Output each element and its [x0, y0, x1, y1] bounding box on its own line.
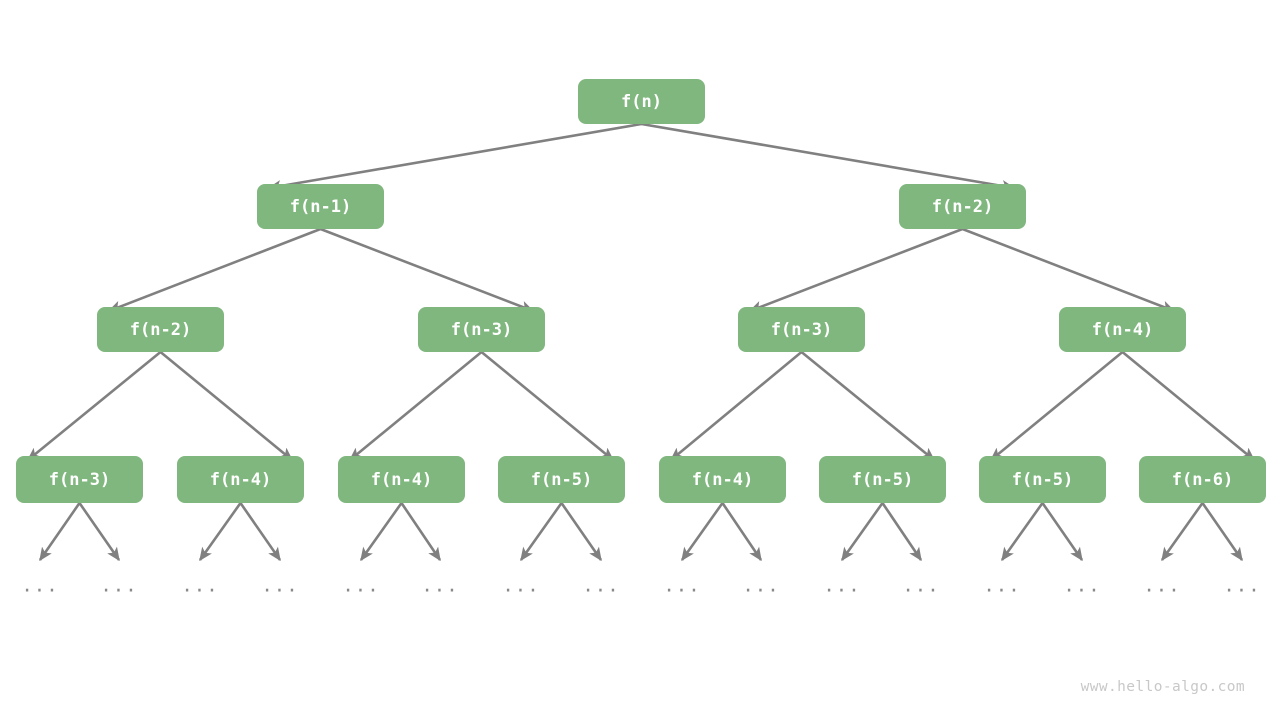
tree-edge-leaf	[78, 502, 121, 562]
tree-edge	[748, 227, 963, 313]
ellipsis-marker: ...	[342, 574, 380, 597]
ellipsis-marker: ...	[902, 574, 940, 597]
ellipsis-marker: ...	[502, 574, 540, 597]
tree-edge	[107, 227, 321, 313]
tree-edge-leaf	[38, 502, 81, 562]
tree-node: f(n-3)	[738, 307, 865, 352]
tree-edge	[641, 122, 1016, 192]
tree-node: f(n-2)	[899, 184, 1026, 229]
tree-node: f(n-4)	[1059, 307, 1186, 352]
watermark-text: www.hello-algo.com	[1080, 679, 1245, 695]
tree-node: f(n-1)	[257, 184, 384, 229]
ellipsis-marker: ...	[663, 574, 701, 597]
ellipsis-marker: ...	[261, 574, 299, 597]
ellipsis-marker: ...	[582, 574, 620, 597]
tree-node: f(n-6)	[1139, 456, 1266, 503]
tree-node: f(n-4)	[659, 456, 786, 503]
ellipsis-marker: ...	[742, 574, 780, 597]
ellipsis-marker: ...	[1223, 574, 1261, 597]
tree-edge	[348, 350, 483, 462]
tree-edge	[26, 350, 162, 462]
tree-edge-leaf	[1201, 502, 1244, 562]
tree-edge-leaf	[881, 502, 923, 562]
tree-edge	[989, 350, 1124, 462]
tree-edge	[962, 227, 1176, 313]
tree-edge	[320, 227, 535, 313]
tree-node: f(n-2)	[97, 307, 224, 352]
tree-edge-leaf	[1160, 502, 1204, 562]
tree-edge-leaf	[359, 502, 403, 562]
ellipsis-marker: ...	[983, 574, 1021, 597]
ellipsis-marker: ...	[181, 574, 219, 597]
tree-edge	[800, 350, 936, 462]
tree-node: f(n-3)	[418, 307, 545, 352]
tree-edge	[267, 122, 642, 192]
tree-edge-leaf	[840, 502, 884, 562]
tree-edge-leaf	[1041, 502, 1084, 562]
tree-node: f(n-4)	[338, 456, 465, 503]
tree-edge	[159, 350, 294, 462]
tree-node: f(n-5)	[819, 456, 946, 503]
tree-edge	[669, 350, 803, 462]
tree-edge-leaf	[239, 502, 282, 562]
tree-edge	[1121, 350, 1256, 462]
tree-edge-leaf	[721, 502, 763, 562]
ellipsis-marker: ...	[823, 574, 861, 597]
tree-edge-leaf	[198, 502, 242, 562]
ellipsis-marker: ...	[21, 574, 59, 597]
ellipsis-marker: ...	[100, 574, 138, 597]
ellipsis-marker: ...	[1143, 574, 1181, 597]
tree-node: f(n-4)	[177, 456, 304, 503]
tree-edge-leaf	[680, 502, 724, 562]
tree-node: f(n-5)	[498, 456, 625, 503]
tree-node: f(n-5)	[979, 456, 1106, 503]
tree-edge-leaf	[400, 502, 442, 562]
ellipsis-marker: ...	[1063, 574, 1101, 597]
tree-edge-leaf	[1000, 502, 1044, 562]
tree-node: f(n-3)	[16, 456, 143, 503]
ellipsis-marker: ...	[421, 574, 459, 597]
tree-edge	[480, 350, 615, 462]
tree-edge-leaf	[519, 502, 563, 562]
tree-edge-leaf	[560, 502, 603, 562]
tree-node: f(n)	[578, 79, 705, 124]
